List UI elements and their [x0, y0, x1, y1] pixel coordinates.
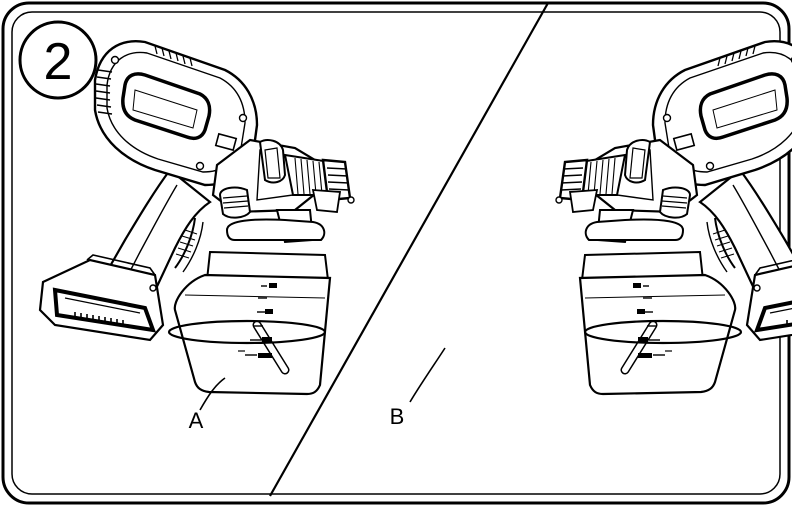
step-number: 2: [44, 33, 73, 91]
label-a: A: [189, 408, 204, 433]
right-sprayer-illustration: [556, 41, 792, 394]
leader-line-b: [409, 347, 446, 403]
left-sprayer-illustration: [40, 41, 354, 394]
leader-line-a: [199, 377, 226, 411]
divider-line: [269, 2, 549, 497]
step-number-badge: 2: [18, 20, 98, 100]
label-b: B: [390, 404, 405, 429]
